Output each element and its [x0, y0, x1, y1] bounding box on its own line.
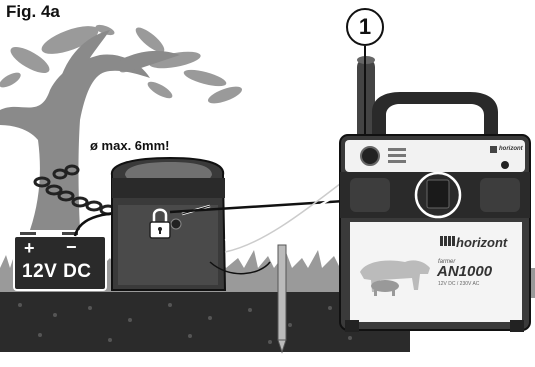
energizer-spec: 12V DC / 230V AC	[438, 281, 479, 287]
ground-stake-icon	[278, 245, 286, 352]
lock-diameter-label: ø max. 6mm!	[90, 138, 169, 153]
callout-number: 1	[346, 8, 384, 46]
battery-plus-label: +	[24, 238, 35, 259]
figure-label: Fig. 4a	[6, 2, 60, 22]
energizer-brand-small: horizont	[499, 146, 523, 152]
energizer-brand: horizont	[456, 235, 507, 250]
energizer-model: AN1000	[437, 263, 492, 280]
battery-voltage-label: 12V DC	[22, 261, 92, 283]
control-knob-icon	[361, 147, 379, 165]
battery-minus-label: −	[66, 237, 77, 258]
